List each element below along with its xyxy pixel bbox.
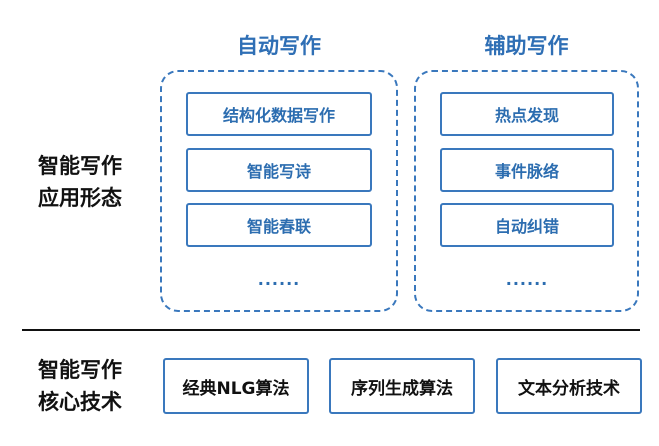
assist-ellipsis: ...... — [505, 270, 549, 289]
application-label-line1: 智能写作 — [38, 154, 122, 178]
tech-sequence-generation: 序列生成算法 — [329, 358, 475, 414]
assisted-writing-title: 辅助写作 — [484, 34, 569, 58]
assisted-writing-panel — [414, 70, 639, 312]
auto-ellipsis: ...... — [257, 270, 301, 289]
auto-item-couplets: 智能春联 — [186, 203, 372, 247]
assist-item-event-timeline: 事件脉络 — [440, 148, 614, 192]
application-row-label: 智能写作 应用形态 — [20, 150, 140, 214]
auto-writing-title: 自动写作 — [237, 34, 321, 58]
tech-text-analysis: 文本分析技术 — [496, 358, 642, 414]
auto-item-poetry: 智能写诗 — [186, 148, 372, 192]
application-label-line2: 应用形态 — [38, 186, 122, 210]
tech-classic-nlg: 经典NLG算法 — [163, 358, 309, 414]
assist-item-hot-topics: 热点发现 — [440, 92, 614, 136]
assist-item-auto-correction: 自动纠错 — [440, 203, 614, 247]
section-divider — [22, 329, 640, 331]
auto-writing-panel — [160, 70, 398, 312]
auto-item-structured-data: 结构化数据写作 — [186, 92, 372, 136]
core-label-line2: 核心技术 — [38, 390, 122, 414]
core-label-line1: 智能写作 — [38, 358, 122, 382]
core-tech-row-label: 智能写作 核心技术 — [20, 354, 140, 418]
